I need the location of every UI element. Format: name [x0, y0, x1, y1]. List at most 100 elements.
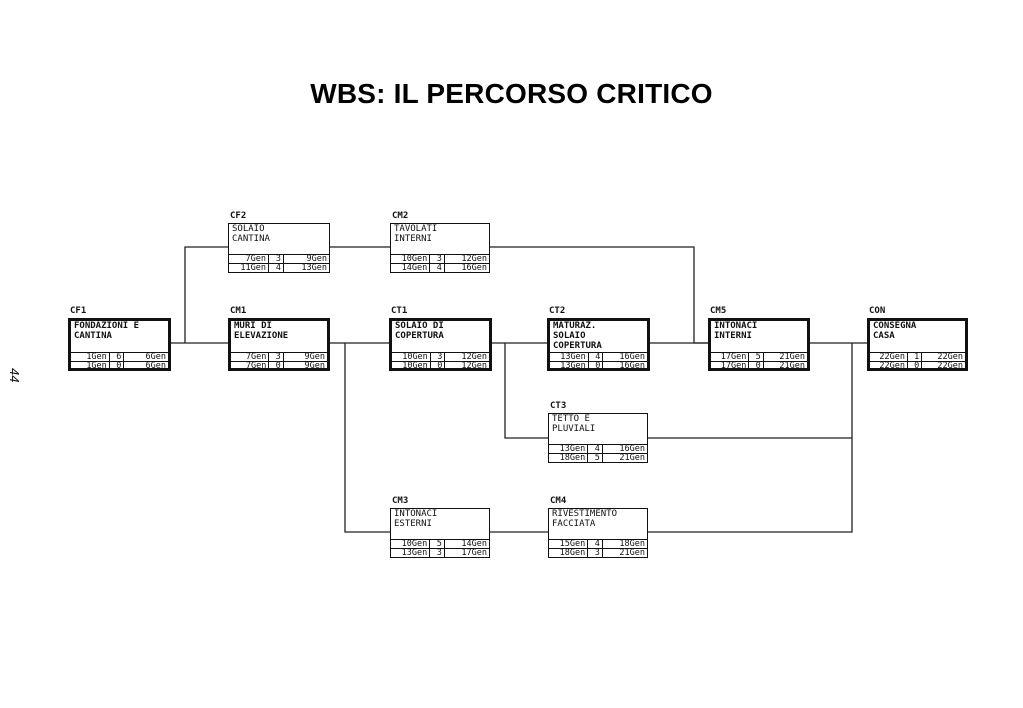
- early-row: 7Gen 3 9Gen: [229, 254, 329, 264]
- node-cm1: CM1 MURI DI ELEVAZIONE 7Gen 3 9Gen 7Gen …: [228, 306, 330, 371]
- slack: 4: [269, 264, 284, 273]
- late-start: 14Gen: [391, 264, 431, 273]
- duration: 1: [908, 353, 923, 362]
- early-row: 7Gen 3 9Gen: [231, 352, 327, 362]
- node-label: TETTO E PLUVIALI: [552, 414, 596, 434]
- late-start: 10Gen: [392, 362, 431, 371]
- early-row: 1Gen 6 6Gen: [71, 352, 168, 362]
- early-row: 15Gen 4 18Gen: [549, 539, 647, 549]
- early-finish: 21Gen: [779, 352, 805, 362]
- node-con: CON CONSEGNA CASA 22Gen 1 22Gen 22Gen 0 …: [867, 306, 968, 371]
- node-cm3: CM3 INTONACI ESTERNI 10Gen 5 14Gen 13Gen…: [390, 496, 490, 558]
- late-start: 13Gen: [550, 362, 589, 371]
- node-code: CM2: [392, 211, 409, 221]
- node-code: CM3: [392, 496, 409, 506]
- duration: 4: [588, 540, 603, 549]
- node-cm5: CM5 INTONACI INTERNI 17Gen 5 21Gen 17Gen…: [708, 306, 810, 371]
- early-row: 13Gen 4 16Gen: [550, 352, 647, 362]
- early-start: 13Gen: [549, 445, 589, 454]
- node-code: CM4: [550, 496, 567, 506]
- early-finish: 12Gen: [461, 254, 487, 264]
- node-label: SOLAIO CANTINA: [232, 224, 270, 244]
- late-finish: 9Gen: [304, 361, 325, 371]
- node-cf1: CF1 FONDAZIONI E CANTINA 1Gen 6 6Gen 1Ge…: [68, 306, 171, 371]
- early-start: 15Gen: [549, 540, 589, 549]
- early-row: 22Gen 1 22Gen: [870, 352, 965, 362]
- node-box: MATURAZ. SOLAIO COPERTURA 13Gen 4 16Gen …: [547, 318, 650, 371]
- early-start: 7Gen: [231, 353, 270, 362]
- node-box: INTONACI INTERNI 17Gen 5 21Gen 17Gen 0 2…: [708, 318, 810, 371]
- late-finish: 12Gen: [461, 361, 487, 371]
- early-start: 10Gen: [391, 540, 431, 549]
- early-finish: 9Gen: [306, 254, 327, 264]
- late-start: 13Gen: [391, 549, 431, 558]
- late-row: 14Gen 4 16Gen: [391, 263, 489, 273]
- node-box: TETTO E PLUVIALI 13Gen 4 16Gen 18Gen 5 2…: [548, 413, 648, 463]
- node-box: RIVESTIMENTO FACCIATA 15Gen 4 18Gen 18Ge…: [548, 508, 648, 558]
- page-title: WBS: IL PERCORSO CRITICO: [310, 78, 713, 109]
- late-finish: 22Gen: [937, 361, 963, 371]
- node-cm2: CM2 TAVOLATI INTERNI 10Gen 3 12Gen 14Gen…: [390, 211, 490, 273]
- node-label: CONSEGNA CASA: [873, 321, 917, 341]
- node-label: MATURAZ. SOLAIO COPERTURA: [553, 321, 602, 351]
- duration: 6: [110, 353, 125, 362]
- node-code: CF1: [70, 306, 87, 316]
- early-row: 10Gen 5 14Gen: [391, 539, 489, 549]
- node-code: CON: [869, 306, 886, 316]
- early-start: 10Gen: [391, 255, 431, 264]
- node-box: TAVOLATI INTERNI 10Gen 3 12Gen 14Gen 4 1…: [390, 223, 490, 273]
- early-finish: 22Gen: [937, 352, 963, 362]
- slack: 3: [588, 549, 603, 558]
- late-start: 1Gen: [71, 362, 110, 371]
- late-start: 18Gen: [549, 549, 589, 558]
- late-row: 7Gen 0 9Gen: [231, 361, 327, 371]
- node-box: SOLAIO DI COPERTURA 10Gen 3 12Gen 10Gen …: [389, 318, 492, 371]
- edge-cm1-cm3: [344, 343, 390, 533]
- late-row: 13Gen 3 17Gen: [391, 548, 489, 558]
- early-finish: 9Gen: [304, 352, 325, 362]
- node-label: TAVOLATI INTERNI: [394, 224, 438, 244]
- node-ct3: CT3 TETTO E PLUVIALI 13Gen 4 16Gen 18Gen…: [548, 401, 648, 463]
- slack: 0: [431, 362, 446, 371]
- early-row: 10Gen 3 12Gen: [391, 254, 489, 264]
- edge-ct1-ct3: [504, 343, 548, 439]
- late-row: 18Gen 3 21Gen: [549, 548, 647, 558]
- duration: 3: [269, 353, 284, 362]
- late-start: 18Gen: [549, 454, 589, 463]
- early-start: 10Gen: [392, 353, 431, 362]
- node-box: FONDAZIONI E CANTINA 1Gen 6 6Gen 1Gen 0 …: [68, 318, 171, 371]
- late-finish: 16Gen: [619, 361, 645, 371]
- node-box: MURI DI ELEVAZIONE 7Gen 3 9Gen 7Gen 0 9G…: [228, 318, 330, 371]
- node-code: CT1: [391, 306, 408, 316]
- node-cf2: CF2 SOLAIO CANTINA 7Gen 3 9Gen 11Gen 4 1…: [228, 211, 330, 273]
- early-finish: 18Gen: [619, 539, 645, 549]
- node-label: INTONACI ESTERNI: [394, 509, 438, 529]
- duration: 5: [430, 540, 445, 549]
- late-finish: 6Gen: [145, 361, 166, 371]
- slack: 0: [110, 362, 125, 371]
- late-finish: 13Gen: [301, 263, 327, 273]
- late-start: 22Gen: [870, 362, 908, 371]
- early-row: 17Gen 5 21Gen: [711, 352, 807, 362]
- duration: 5: [749, 353, 764, 362]
- late-finish: 21Gen: [619, 548, 645, 558]
- slack: 0: [269, 362, 284, 371]
- node-cm4: CM4 RIVESTIMENTO FACCIATA 15Gen 4 18Gen …: [548, 496, 648, 558]
- node-box: SOLAIO CANTINA 7Gen 3 9Gen 11Gen 4 13Gen: [228, 223, 330, 273]
- early-finish: 16Gen: [619, 352, 645, 362]
- early-finish: 12Gen: [461, 352, 487, 362]
- late-row: 17Gen 0 21Gen: [711, 361, 807, 371]
- early-finish: 6Gen: [145, 352, 166, 362]
- early-start: 1Gen: [71, 353, 110, 362]
- early-start: 17Gen: [711, 353, 750, 362]
- late-finish: 17Gen: [461, 548, 487, 558]
- late-start: 17Gen: [711, 362, 750, 371]
- node-ct1: CT1 SOLAIO DI COPERTURA 10Gen 3 12Gen 10…: [389, 306, 492, 371]
- node-box: INTONACI ESTERNI 10Gen 5 14Gen 13Gen 3 1…: [390, 508, 490, 558]
- late-start: 11Gen: [229, 264, 269, 273]
- node-code: CM1: [230, 306, 247, 316]
- late-start: 7Gen: [231, 362, 270, 371]
- late-row: 13Gen 0 16Gen: [550, 361, 647, 371]
- early-start: 7Gen: [229, 255, 269, 264]
- early-row: 13Gen 4 16Gen: [549, 444, 647, 454]
